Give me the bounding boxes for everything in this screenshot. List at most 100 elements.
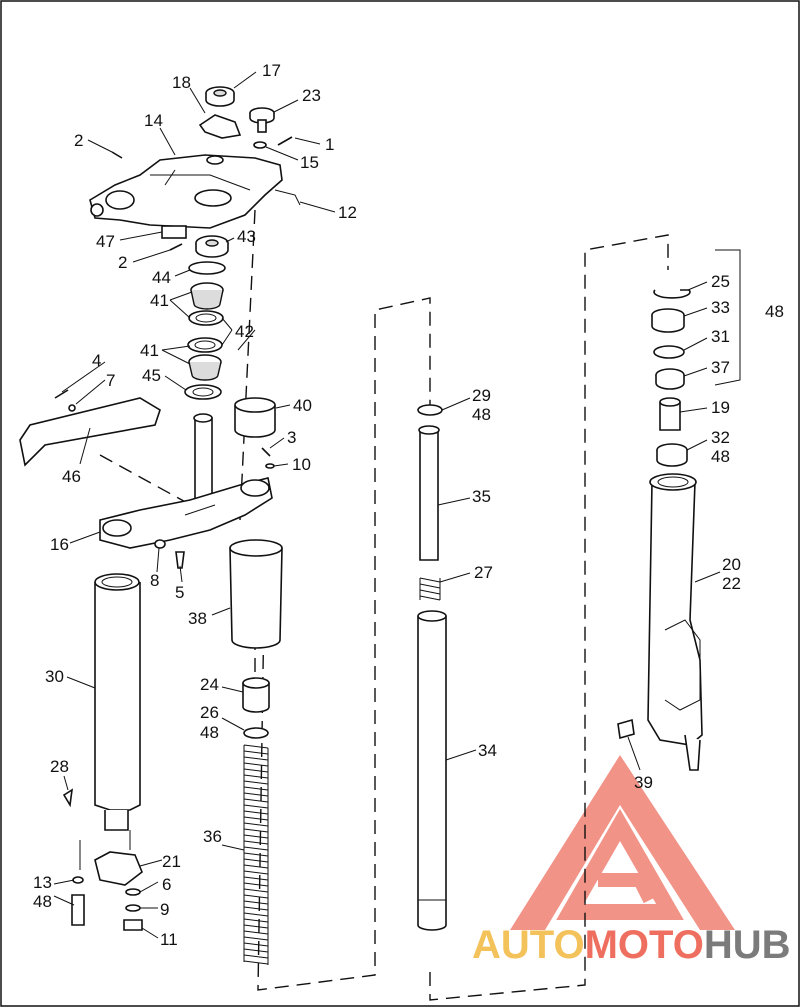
- leader-lines: [53, 71, 721, 939]
- label-12: 12: [338, 203, 357, 222]
- label-2-top: 2: [74, 131, 83, 150]
- label-41-lower: 41: [140, 341, 159, 360]
- label-39: 39: [634, 773, 653, 792]
- label-22: 22: [722, 574, 741, 593]
- part-48-washer-left: [72, 876, 84, 884]
- label-27: 27: [474, 563, 493, 582]
- label-19: 19: [711, 398, 730, 417]
- label-45: 45: [142, 366, 161, 385]
- part-41-bearing-lower: [188, 354, 222, 381]
- part-46-shield: [19, 397, 161, 467]
- watermark-moto: MOTO: [585, 923, 704, 967]
- part-33-seal: [651, 308, 685, 333]
- part-37-bushing: [655, 368, 685, 390]
- part-35-damper-tube: [418, 425, 440, 561]
- part-5-bolt: [175, 551, 185, 569]
- part-24-plug: [242, 677, 270, 713]
- part-19-lock: [659, 397, 681, 431]
- label-7: 7: [106, 371, 115, 390]
- part-39-plug: [617, 718, 635, 740]
- label-48-kit: 48: [765, 302, 784, 321]
- part-7-washer: [68, 404, 76, 412]
- label-31: 31: [711, 327, 730, 346]
- label-1: 1: [325, 135, 334, 154]
- label-30: 30: [45, 667, 64, 686]
- label-46: 46: [62, 467, 81, 486]
- part-32-bushing: [656, 443, 688, 467]
- watermark-text: AUTOMOTOHUB: [472, 923, 791, 967]
- part-9-lockwasher: [125, 904, 141, 912]
- label-44: 44: [152, 268, 171, 287]
- part-27-rebound-spring: [419, 577, 441, 601]
- label-28: 28: [50, 757, 69, 776]
- part-42-race-lower: [187, 337, 223, 353]
- label-3: 3: [287, 428, 296, 447]
- part-31-spacer: [653, 345, 685, 359]
- kit-bracket: [714, 249, 741, 386]
- part-42-race-upper: [188, 310, 224, 326]
- part-41-bearing-upper: [190, 282, 224, 310]
- label-47: 47: [96, 232, 115, 251]
- upper-fork-bracket: [89, 154, 283, 229]
- label-38: 38: [188, 609, 207, 628]
- part-17-nut: [205, 86, 235, 107]
- label-48-center: 48: [472, 405, 491, 424]
- part-47-clip: [161, 225, 187, 239]
- part-29-ring: [417, 404, 443, 416]
- label-48-stud: 48: [33, 892, 52, 911]
- part-25-clip: [653, 289, 691, 299]
- label-20: 20: [722, 555, 741, 574]
- label-15: 15: [300, 153, 319, 172]
- label-13: 13: [33, 873, 52, 892]
- label-26: 26: [200, 703, 219, 722]
- part-28-clip: [62, 788, 74, 808]
- watermark-logo: [510, 755, 735, 930]
- part-45-seal: [184, 384, 222, 400]
- part-30-fork-tube: [94, 573, 141, 831]
- label-48-right: 48: [711, 447, 730, 466]
- label-16: 16: [50, 535, 69, 554]
- part-18-lockplate: [198, 114, 242, 139]
- part-4-screw: [54, 389, 69, 399]
- part-2-screw-lower: [169, 243, 183, 251]
- part-15-washer: [253, 141, 267, 149]
- label-6: 6: [162, 875, 171, 894]
- part-20-fork-slider: [647, 473, 703, 771]
- label-4: 4: [92, 351, 101, 370]
- label-21: 21: [162, 852, 181, 871]
- label-9: 9: [160, 900, 169, 919]
- part-26-oring: [243, 727, 269, 739]
- part-10-washer: [265, 463, 275, 469]
- label-2-lower: 2: [118, 253, 127, 272]
- part-34-inner-tube: [417, 610, 447, 931]
- label-43: 43: [237, 227, 256, 246]
- label-41-upper: 41: [150, 291, 169, 310]
- label-23: 23: [302, 86, 321, 105]
- label-40: 40: [293, 396, 312, 415]
- part-36-spring: [243, 744, 269, 965]
- label-18: 18: [172, 73, 191, 92]
- part-23-screw: [249, 107, 275, 133]
- label-29: 29: [472, 386, 491, 405]
- part-44-washer: [188, 261, 226, 275]
- label-25: 25: [711, 272, 730, 291]
- part-13-stud: [71, 894, 85, 926]
- label-42: 42: [235, 322, 254, 341]
- part-12-wire: [274, 189, 301, 206]
- part-16-lower-bracket: [99, 413, 273, 549]
- watermark-auto: AUTO: [472, 923, 585, 967]
- callout-labels: 17 18 23 14 2 1 15 12 47 43 2 44 41 42 4…: [33, 61, 784, 949]
- label-8: 8: [150, 571, 159, 590]
- watermark-hub: HUB: [704, 923, 791, 967]
- part-21-clamp: [94, 851, 143, 886]
- part-1-screw: [277, 136, 293, 146]
- label-37: 37: [711, 358, 730, 377]
- label-10: 10: [292, 455, 311, 474]
- part-6-washer: [125, 888, 141, 896]
- label-17: 17: [262, 61, 281, 80]
- label-24: 24: [200, 675, 219, 694]
- label-14: 14: [144, 111, 163, 130]
